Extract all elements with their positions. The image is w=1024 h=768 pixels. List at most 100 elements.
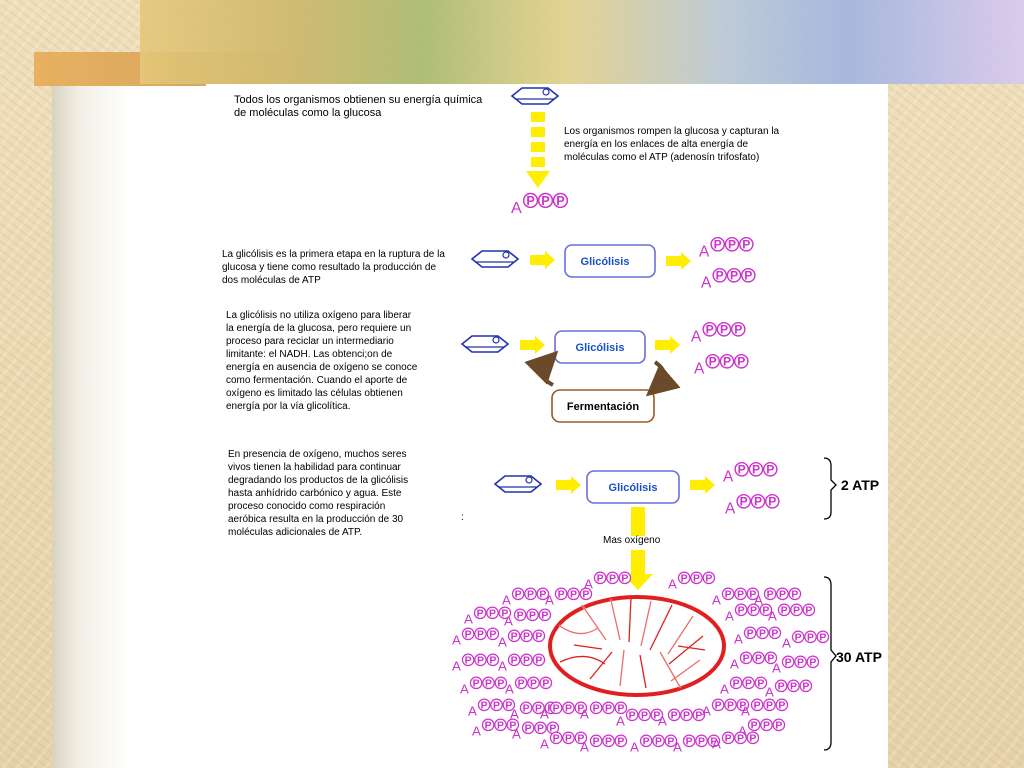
phosphate-circle [702, 571, 716, 585]
phosphate-label: P [738, 606, 745, 617]
section4-text-line-7: moléculas adicionales de ATP. [228, 527, 362, 538]
phosphate-circle [710, 236, 726, 252]
section4-text-line-3: degradando los productos de la glicólisi… [228, 475, 408, 486]
phosphate-label: P [738, 463, 746, 477]
phosphate-label: P [593, 704, 600, 715]
phosphate-label: P [768, 495, 776, 509]
phosphate-circle [477, 698, 491, 712]
adenosine-label: A [540, 736, 549, 751]
phosphate-label: P [477, 656, 484, 667]
phosphate-circle [513, 608, 527, 622]
phosphate-circle [552, 192, 569, 209]
phosphate-circle [707, 734, 721, 748]
phosphate-label: P [737, 734, 744, 745]
phosphate-circle [539, 676, 553, 690]
phosphate-circle [507, 653, 521, 667]
phosphate-circle [562, 731, 575, 745]
phosphate-circle [473, 606, 487, 620]
adenosine-label: A [504, 613, 513, 628]
phosphate-circle [695, 734, 708, 748]
phosphate-label: P [686, 737, 693, 748]
phosphate-label: P [737, 590, 744, 601]
phosphate-label: P [710, 737, 717, 748]
phosphate-circle [734, 731, 747, 745]
phosphate-label: P [537, 724, 544, 735]
phosphate-label: P [529, 611, 536, 622]
phosphate-circle [461, 627, 475, 641]
phosphate-label: P [523, 656, 530, 667]
adenosine-label: A [452, 658, 461, 673]
phosphate-label: P [473, 679, 480, 690]
phosphate-circle [677, 571, 691, 585]
phosphate-circle [733, 353, 749, 369]
phosphate-label: P [518, 679, 525, 690]
phosphate-circle [602, 734, 615, 748]
adenosine-label: A [512, 726, 521, 741]
phosphate-circle [538, 608, 552, 622]
adenosine-label: A [468, 703, 477, 718]
phosphate-circle [762, 461, 778, 477]
phosphate-label: P [621, 574, 628, 585]
phosphate-label: P [739, 701, 746, 712]
phosphate-label: P [556, 194, 564, 208]
phosphate-circle [579, 587, 593, 601]
phosphate-circle [760, 718, 773, 732]
atp-note-line-3: moléculas como el ATP (adenosín trifosfa… [564, 152, 759, 163]
fermentation-box-label: Fermentación [567, 401, 639, 413]
phosphate-label: P [693, 574, 700, 585]
phosphate-label: P [481, 701, 488, 712]
cycle-arrow-right [645, 360, 681, 397]
phosphate-label: P [727, 701, 734, 712]
adenosine-label: A [725, 500, 736, 517]
phosphate-circle [791, 630, 805, 644]
phosphate-circle [520, 629, 533, 643]
phosphate-label: P [805, 606, 812, 617]
phosphate-label: P [485, 721, 492, 732]
atp-note-line-2: energía en los enlaces de alta energía d… [564, 139, 748, 150]
yield-30-atp-label: 30 ATP [836, 649, 882, 665]
phosphate-label: P [745, 679, 752, 690]
phosphate-circle [763, 587, 777, 601]
phosphate-label: P [762, 606, 769, 617]
phosphate-circle [750, 493, 766, 509]
phosphate-label: P [541, 194, 549, 208]
adenosine-label: A [725, 608, 734, 623]
phosphate-label: P [553, 734, 560, 745]
phosphate-label: P [771, 629, 778, 640]
phosphate-label: P [501, 609, 508, 620]
phosphate-label: P [740, 495, 748, 509]
top-banner-image [140, 0, 1024, 84]
adenosine-label: A [580, 706, 589, 721]
adenosine-label: A [502, 592, 511, 607]
phosphate-circle [743, 626, 757, 640]
adenosine-label: A [699, 243, 710, 260]
glycolysis-box [554, 330, 646, 364]
phosphate-circle [750, 698, 764, 712]
phosphate-circle [652, 734, 665, 748]
phosphate-circle [562, 701, 575, 715]
phosphate-circle [716, 321, 732, 337]
phosphate-label: P [497, 679, 504, 690]
glycolysis-box [586, 470, 680, 504]
yellow-arrow [666, 252, 691, 270]
phosphate-label: P [577, 704, 584, 715]
phosphate-label: P [802, 682, 809, 693]
phosphate-label: P [778, 701, 785, 712]
glucose-molecule-icon [511, 87, 559, 105]
section3-text-line-8: energía por la vía glicolítica. [226, 401, 351, 412]
phosphate-label: P [705, 574, 712, 585]
phosphate-circle [794, 655, 807, 669]
glycolysis-box-label: Glicólisis [609, 482, 658, 494]
phosphate-circle [589, 734, 603, 748]
phosphate-circle [490, 698, 503, 712]
phosphate-label: P [767, 590, 774, 601]
